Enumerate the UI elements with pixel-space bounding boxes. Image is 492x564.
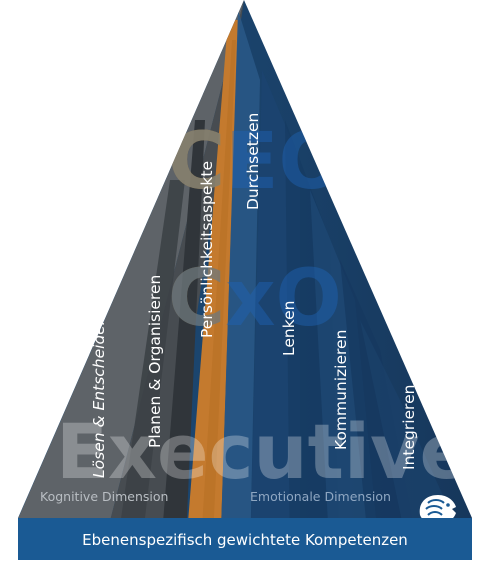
- competency-loesen: Lösen & Entscheiden: [90, 315, 108, 478]
- competency-kommunizieren: Kommunizieren: [332, 330, 350, 450]
- watermark-executives: Executives: [56, 407, 492, 496]
- competency-lenken: Lenken: [280, 300, 298, 356]
- competency-planen: Planen & Organisieren: [146, 275, 164, 448]
- watermark-cxo-first: C: [168, 254, 225, 344]
- competency-durchsetzen: Durchsetzen: [244, 113, 262, 210]
- watermark-cxo: CxO: [168, 254, 342, 344]
- watermark-levels: C C Executives CEO CxO: [56, 117, 492, 496]
- competency-labels: Lösen & Entscheiden Planen & Organisiere…: [90, 113, 418, 478]
- base-label: Ebenenspezifisch gewichtete Kompetenzen: [82, 531, 408, 549]
- dimension-emotional: Emotionale Dimension: [250, 489, 391, 504]
- base-band: [18, 518, 472, 560]
- competency-integrieren: Integrieren: [400, 385, 418, 470]
- personality-column: [185, 20, 238, 518]
- cognitive-area: [18, 0, 244, 518]
- competency-persoenlichkeit: Persönlichkeitsaspekte: [198, 161, 216, 338]
- dimension-cognitive: Kognitive Dimension: [40, 489, 168, 504]
